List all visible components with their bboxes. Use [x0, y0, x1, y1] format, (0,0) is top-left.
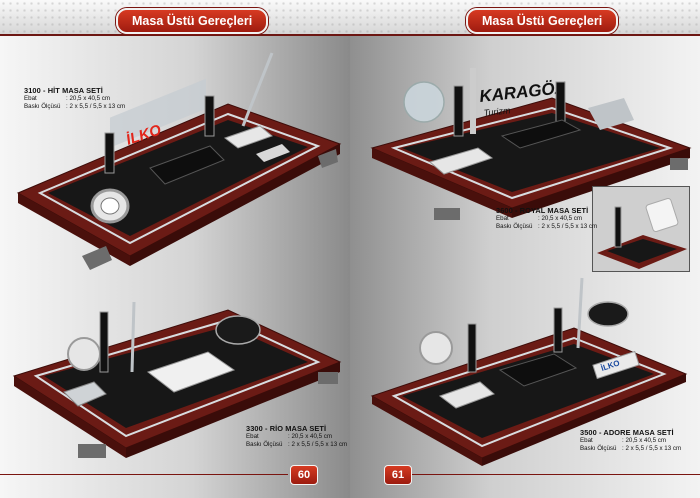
page-number-left: 60 [290, 465, 318, 485]
spec-label: Ebat [24, 95, 37, 102]
spec-block-hit: 3100 - HİT MASA SETİ Ebat : 20,5 x 40,5 c… [24, 86, 125, 111]
product-image-royal: KARAGÖZ Turizm [370, 68, 692, 220]
spec-label: Ebat [496, 215, 509, 222]
spec-block-rio: 3300 - RİO MASA SETİ Ebat : 20,5 x 40,5 c… [246, 424, 347, 449]
product-image-hit: İLKO [16, 52, 342, 270]
spec-label: Baskı Ölçüsü [24, 103, 61, 110]
spec-value: : 2 x 5,5 / 5,5 x 13 cm [538, 223, 598, 230]
page-number-right: 61 [384, 465, 412, 485]
spec-label: Baskı Ölçüsü [580, 445, 617, 452]
spec-value: : 2 x 5,5 / 5,5 x 13 cm [288, 441, 348, 448]
logo-subtext: Turizm [483, 105, 511, 118]
spec-row-print: Baskı Ölçüsü : 2 x 5,5 / 5,5 x 13 cm [246, 441, 347, 449]
spec-row-size: Ebat : 20,5 x 40,5 cm [580, 437, 681, 445]
section-title-left: Masa Üstü Gereçleri [116, 8, 269, 34]
spec-row-size: Ebat : 20,5 x 40,5 cm [246, 433, 347, 441]
spec-block-royal: 3600 - ROYAL MASA SETİ Ebat : 20,5 x 40,5… [496, 206, 597, 231]
spec-label: Baskı Ölçüsü [246, 441, 283, 448]
spec-row-print: Baskı Ölçüsü : 2 x 5,5 / 5,5 x 13 cm [496, 223, 597, 231]
footer-line-right [412, 474, 700, 475]
spec-label: Ebat [580, 437, 593, 444]
spec-value: : 20,5 x 40,5 cm [66, 95, 111, 102]
spec-label: Baskı Ölçüsü [496, 223, 533, 230]
product-image-rio [12, 301, 342, 458]
footer-line-left [0, 474, 288, 475]
product-title: 3600 - ROYAL MASA SETİ [496, 206, 589, 215]
spec-value: : 20,5 x 40,5 cm [288, 433, 333, 440]
product-image-adore: İLKO [370, 277, 688, 466]
product-title: 3500 - ADORE MASA SETİ [580, 428, 674, 437]
spec-block-adore: 3500 - ADORE MASA SETİ Ebat : 20,5 x 40,5… [580, 428, 681, 453]
spec-label: Ebat [246, 433, 259, 440]
logo-plate: İLKO [592, 350, 640, 380]
spec-row-size: Ebat : 20,5 x 40,5 cm [24, 95, 125, 103]
product-title: 3100 - HİT MASA SETİ [24, 86, 103, 95]
spec-value: : 2 x 5,5 / 5,5 x 13 cm [622, 445, 682, 452]
spec-value: : 20,5 x 40,5 cm [622, 437, 667, 444]
spec-row-size: Ebat : 20,5 x 40,5 cm [496, 215, 597, 223]
spec-value: : 2 x 5,5 / 5,5 x 13 cm [66, 103, 126, 110]
phone-holder-image [597, 197, 687, 269]
spec-row-print: Baskı Ölçüsü : 2 x 5,5 / 5,5 x 13 cm [24, 103, 125, 111]
spec-row-print: Baskı Ölçüsü : 2 x 5,5 / 5,5 x 13 cm [580, 445, 681, 453]
section-title-right: Masa Üstü Gereçleri [466, 8, 619, 34]
phone-holder-thumbnail [592, 186, 690, 272]
spec-value: : 20,5 x 40,5 cm [538, 215, 583, 222]
product-title: 3300 - RİO MASA SETİ [246, 424, 327, 433]
